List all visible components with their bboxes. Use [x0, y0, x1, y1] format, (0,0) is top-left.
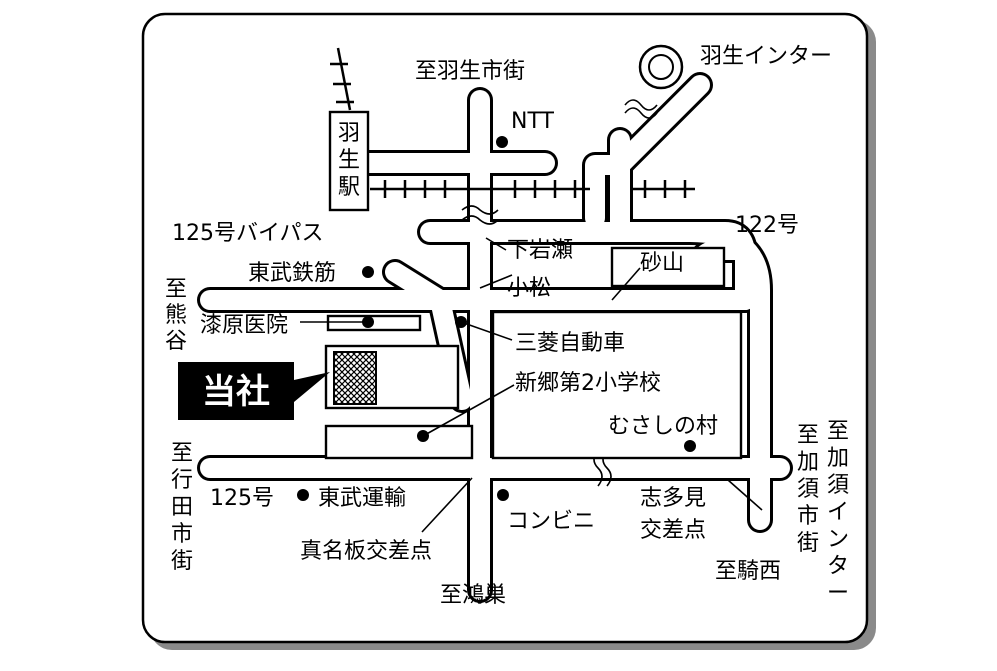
- label-to-kisai: 至騎西: [715, 559, 781, 584]
- company-box: [178, 362, 294, 420]
- svg-text:市: 市: [171, 522, 193, 547]
- station-char-2: 生: [338, 148, 360, 173]
- label-convenience: コンビニ: [507, 509, 595, 534]
- svg-text:加: 加: [797, 450, 819, 475]
- label-to-gyoda: 至 行 田 市 街: [171, 441, 193, 574]
- label-hanyu-ic: 羽生インター: [700, 44, 832, 69]
- label-tobu-tekkin: 東武鉄筋: [248, 261, 336, 286]
- label-route-125: 125号: [210, 486, 274, 511]
- svg-text:イ: イ: [827, 500, 849, 525]
- svg-text:谷: 谷: [165, 329, 187, 354]
- label-shimoiwase: 下岩瀬: [507, 238, 573, 263]
- svg-text:ン: ン: [827, 527, 849, 552]
- svg-text:街: 街: [171, 549, 193, 574]
- svg-text:街: 街: [797, 531, 819, 556]
- svg-text:タ: タ: [827, 554, 849, 579]
- block-east: [491, 310, 743, 460]
- station-char-1: 羽: [338, 121, 360, 146]
- label-to-kazo-ic: 至 加 須 イ ン タ ー: [827, 419, 849, 606]
- company-label: 当社: [202, 372, 270, 412]
- label-musashi-village: むさしの村: [608, 414, 718, 439]
- svg-text:至: 至: [165, 277, 187, 302]
- svg-text:行: 行: [171, 468, 193, 493]
- svg-text:市: 市: [797, 504, 819, 529]
- svg-text:須: 須: [827, 473, 849, 498]
- block-school: [324, 424, 474, 460]
- label-shidami-1: 志多見: [640, 486, 706, 511]
- location-dots: [297, 136, 696, 501]
- company-building: [333, 351, 377, 405]
- svg-text:至: 至: [797, 423, 819, 448]
- label-ntt: NTT: [511, 109, 555, 134]
- label-komatsu: 小松: [507, 276, 551, 301]
- label-to-hanyu-city: 至羽生市街: [415, 59, 525, 84]
- svg-text:至: 至: [827, 419, 849, 444]
- station-char-3: 駅: [338, 175, 360, 200]
- svg-text:ー: ー: [827, 581, 849, 606]
- svg-text:至: 至: [171, 441, 193, 466]
- company-pointer: [294, 372, 330, 402]
- leader-lines: [300, 237, 763, 533]
- svg-text:加: 加: [827, 446, 849, 471]
- label-to-kumagaya: 至 熊 谷: [165, 277, 187, 354]
- label-manaita: 真名板交差点: [300, 539, 432, 564]
- label-bypass-125: 125号バイパス: [172, 221, 324, 246]
- railway: [330, 47, 695, 198]
- interchange-ring-inner: [648, 54, 674, 80]
- label-to-kazo-city: 至 加 須 市 街: [797, 423, 819, 556]
- label-to-konosu: 至鴻巣: [440, 583, 506, 608]
- label-shidami-2: 交差点: [640, 518, 706, 543]
- svg-text:須: 須: [797, 477, 819, 502]
- svg-text:熊: 熊: [165, 303, 187, 328]
- label-route-122: 122号: [735, 213, 799, 238]
- label-tobu-unyu: 東武運輸: [318, 486, 406, 511]
- station-box: [328, 110, 370, 212]
- label-urushibara-hospital: 漆原医院: [200, 313, 288, 338]
- label-sunayama: 砂山: [640, 251, 684, 276]
- block-hospital: [326, 314, 422, 332]
- svg-text:田: 田: [171, 495, 193, 520]
- label-mitsubishi-motors: 三菱自動車: [515, 331, 625, 356]
- label-shingo-school: 新郷第2小学校: [515, 371, 661, 396]
